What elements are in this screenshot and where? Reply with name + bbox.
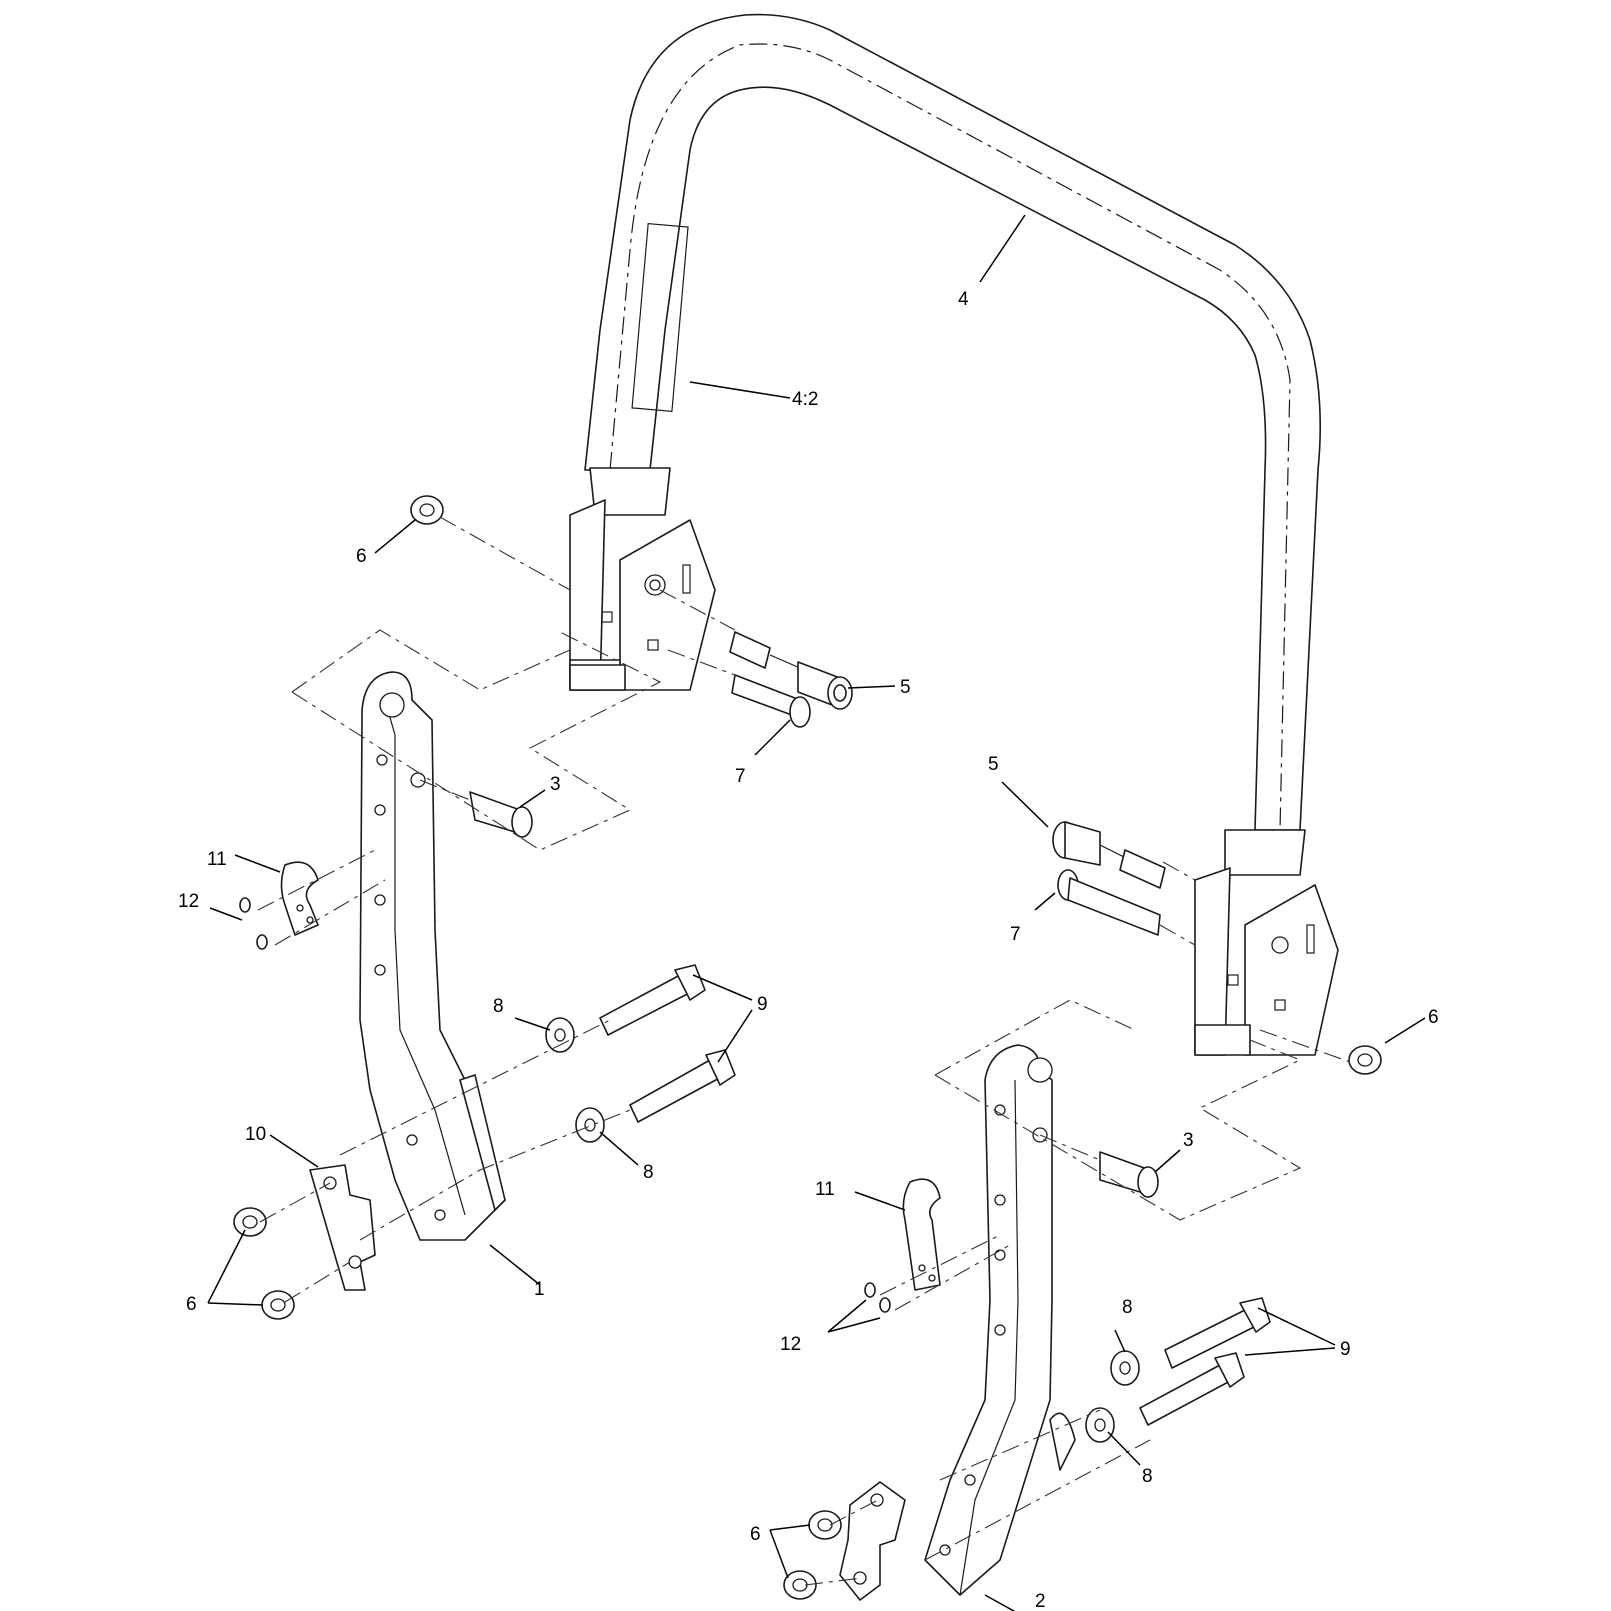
callout-5-right: 5 (988, 754, 999, 775)
callout-labels: 4 4:2 5 5 6 6 6 6 7 7 8 8 8 8 9 9 10 11 … (178, 289, 1439, 1611)
plate-part-10 (309, 1164, 376, 1291)
roll-bar-left-mount (569, 467, 716, 691)
callout-11-right: 11 (815, 1179, 835, 1200)
callout-leader-lines (207, 214, 1426, 1611)
left-upright-bracket (359, 671, 506, 1241)
nut-lower-right-2 (783, 1570, 817, 1600)
nut-upper-left (410, 495, 444, 525)
callout-7-left: 7 (735, 766, 746, 787)
callout-5-left: 5 (900, 677, 911, 698)
callout-6-upper: 6 (356, 546, 367, 567)
left-spacer-part-3 (469, 791, 533, 838)
callout-4: 4 (958, 289, 969, 310)
nut-lower-left-2 (261, 1290, 295, 1320)
callout-10: 10 (245, 1124, 266, 1145)
right-spacer-part-3 (1099, 1151, 1159, 1198)
nut-lower-right-1 (808, 1510, 842, 1540)
callout-6-lower-right: 6 (750, 1524, 761, 1545)
right-upright-bracket (924, 1044, 1076, 1596)
right-lock-pin-part-5 (1052, 821, 1166, 889)
callout-12-right: 12 (780, 1334, 801, 1355)
callout-12-left: 12 (178, 891, 199, 912)
callout-3-right: 3 (1183, 1130, 1194, 1151)
clip-part-11-left (280, 861, 319, 936)
roll-bar-upper-hoop (584, 13, 1322, 831)
callout-4-2: 4:2 (792, 389, 818, 410)
callout-6-right: 6 (1428, 1007, 1439, 1028)
nut-lower-left-1 (233, 1207, 267, 1237)
callout-6-lower-left: 6 (186, 1294, 197, 1315)
roll-bar-right-mount (1194, 829, 1339, 1056)
callout-8-a: 8 (493, 996, 504, 1017)
washers-part-8 (545, 1017, 1140, 1443)
callout-9-left: 9 (757, 994, 768, 1015)
callout-1: 1 (534, 1279, 545, 1300)
left-clevis-pin-part-7 (731, 674, 811, 728)
bolts-part-9 (599, 964, 1271, 1426)
callout-8-b: 8 (643, 1162, 654, 1183)
flange-nuts-part-6 (233, 495, 1382, 1600)
callout-3-left: 3 (550, 774, 561, 795)
callout-8-d: 8 (1142, 1466, 1153, 1487)
right-plate (839, 1481, 906, 1601)
clip-part-11-right (902, 1178, 941, 1291)
right-clevis-pin-part-7 (1057, 869, 1161, 936)
callout-2: 2 (1035, 1591, 1046, 1611)
callout-11-left: 11 (207, 849, 227, 870)
left-lock-pin-part-5 (729, 631, 853, 710)
callout-7-right: 7 (1010, 924, 1021, 945)
callout-9-right: 9 (1340, 1339, 1351, 1360)
rivets-part-12 (239, 897, 891, 1313)
nut-right (1348, 1045, 1382, 1075)
assembly-phantom-lines (257, 516, 1351, 1586)
callout-8-c: 8 (1122, 1297, 1133, 1318)
